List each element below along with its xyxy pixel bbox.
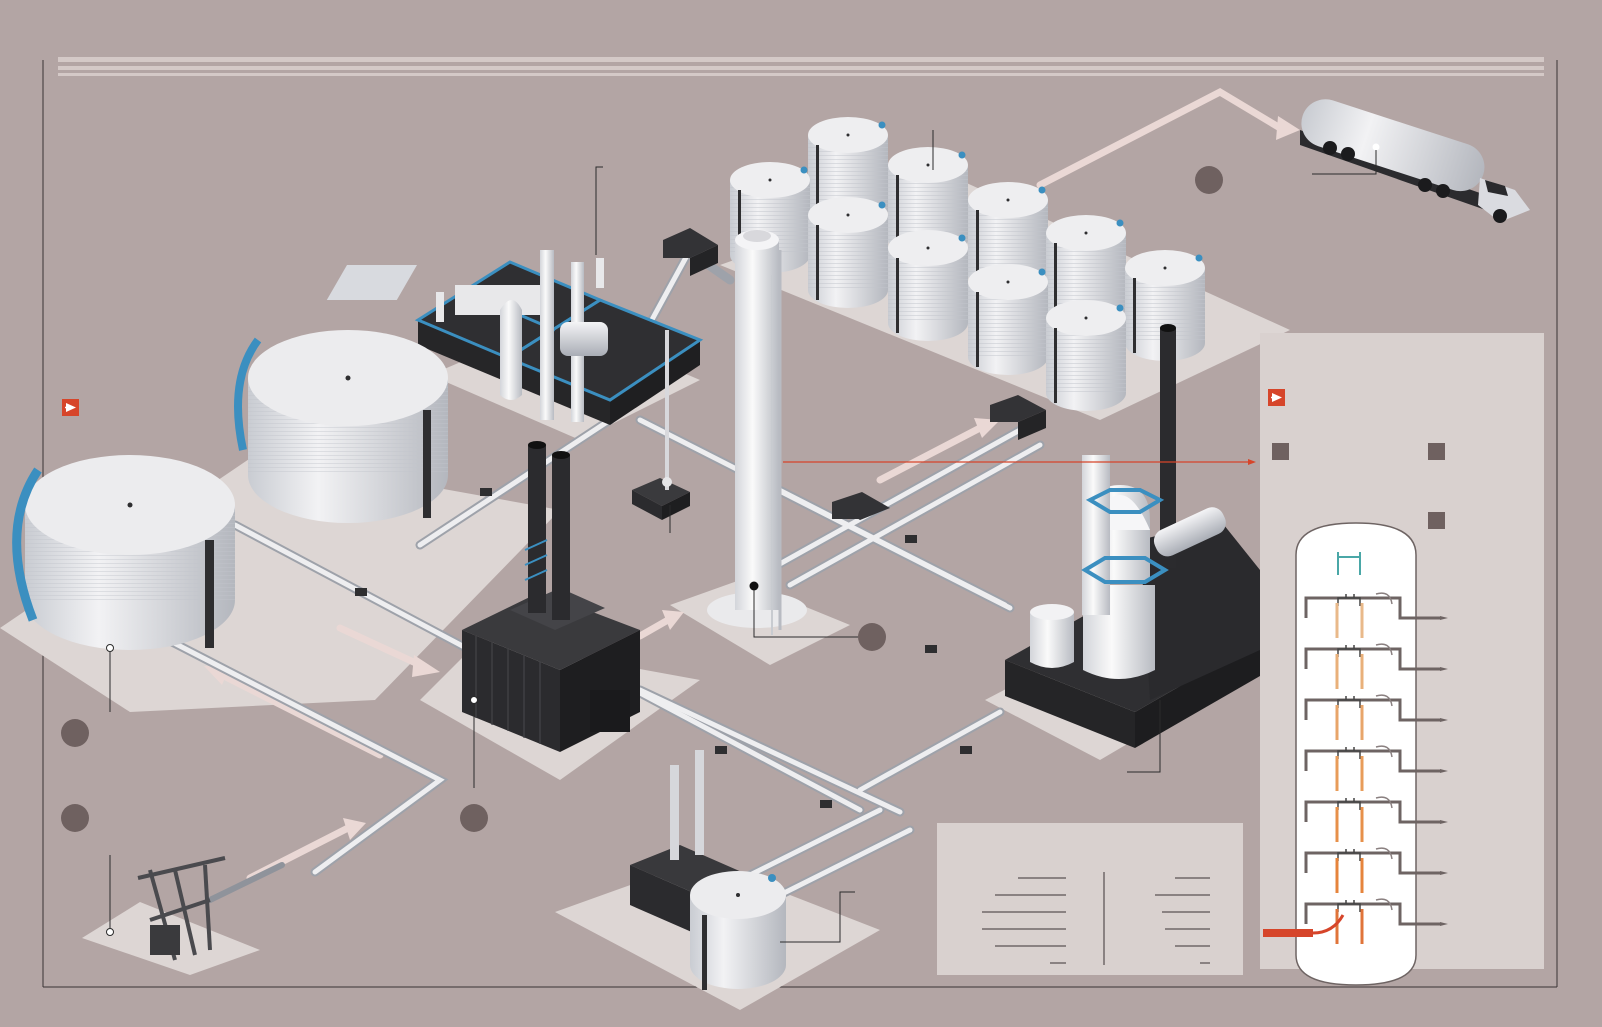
column-tray — [1304, 796, 1448, 842]
callout-marker — [858, 623, 886, 651]
column-top-vapor — [1337, 552, 1361, 575]
filled-square-icon — [1428, 443, 1445, 460]
anchor-dots — [106, 644, 478, 936]
column-tray — [1304, 694, 1448, 740]
legend-panel — [937, 823, 1243, 975]
pipe-rack-network — [105, 245, 1045, 910]
product-tank — [888, 230, 968, 341]
product-tank — [808, 197, 888, 308]
callout-marker — [1195, 166, 1223, 194]
cracking-unit — [1005, 324, 1260, 748]
play-arrow-icon — [62, 399, 79, 416]
column-tray — [1304, 898, 1448, 944]
distillation-column — [707, 230, 807, 635]
play-arrow-icon — [1268, 389, 1285, 406]
section-markers — [62, 389, 1285, 416]
column-tray — [1304, 643, 1448, 689]
pipe-junction-boxes — [663, 228, 1046, 520]
process-diagram-panel — [1260, 333, 1544, 986]
product-tank — [968, 264, 1048, 375]
exhaust-stacks — [524, 441, 570, 620]
oil-well-pump — [137, 856, 226, 961]
callout-marker — [460, 804, 488, 832]
product-tank — [1046, 300, 1126, 411]
filled-square-icon — [1428, 512, 1445, 529]
control-unit — [632, 330, 690, 520]
callout-marker — [61, 804, 89, 832]
legend-markers — [1272, 443, 1445, 529]
large-crude-storage-tank-front — [12, 455, 235, 650]
column-trays — [1304, 552, 1448, 944]
filled-square-icon — [1272, 443, 1289, 460]
processing-unit-blue-frame — [326, 250, 704, 425]
leader-lines — [109, 130, 1377, 943]
small-storage-tank — [630, 750, 786, 990]
product-tank — [1125, 250, 1205, 361]
callout-marker — [61, 719, 89, 747]
column-tray — [1304, 847, 1448, 893]
header-rule — [58, 57, 1544, 76]
product-storage-tank-farm — [730, 117, 1205, 411]
callout-markers — [61, 166, 1223, 832]
large-crude-storage-tank-back — [234, 330, 448, 523]
column-tray — [1304, 745, 1448, 791]
column-tray — [1304, 592, 1448, 638]
tanker-truck — [1300, 99, 1530, 223]
